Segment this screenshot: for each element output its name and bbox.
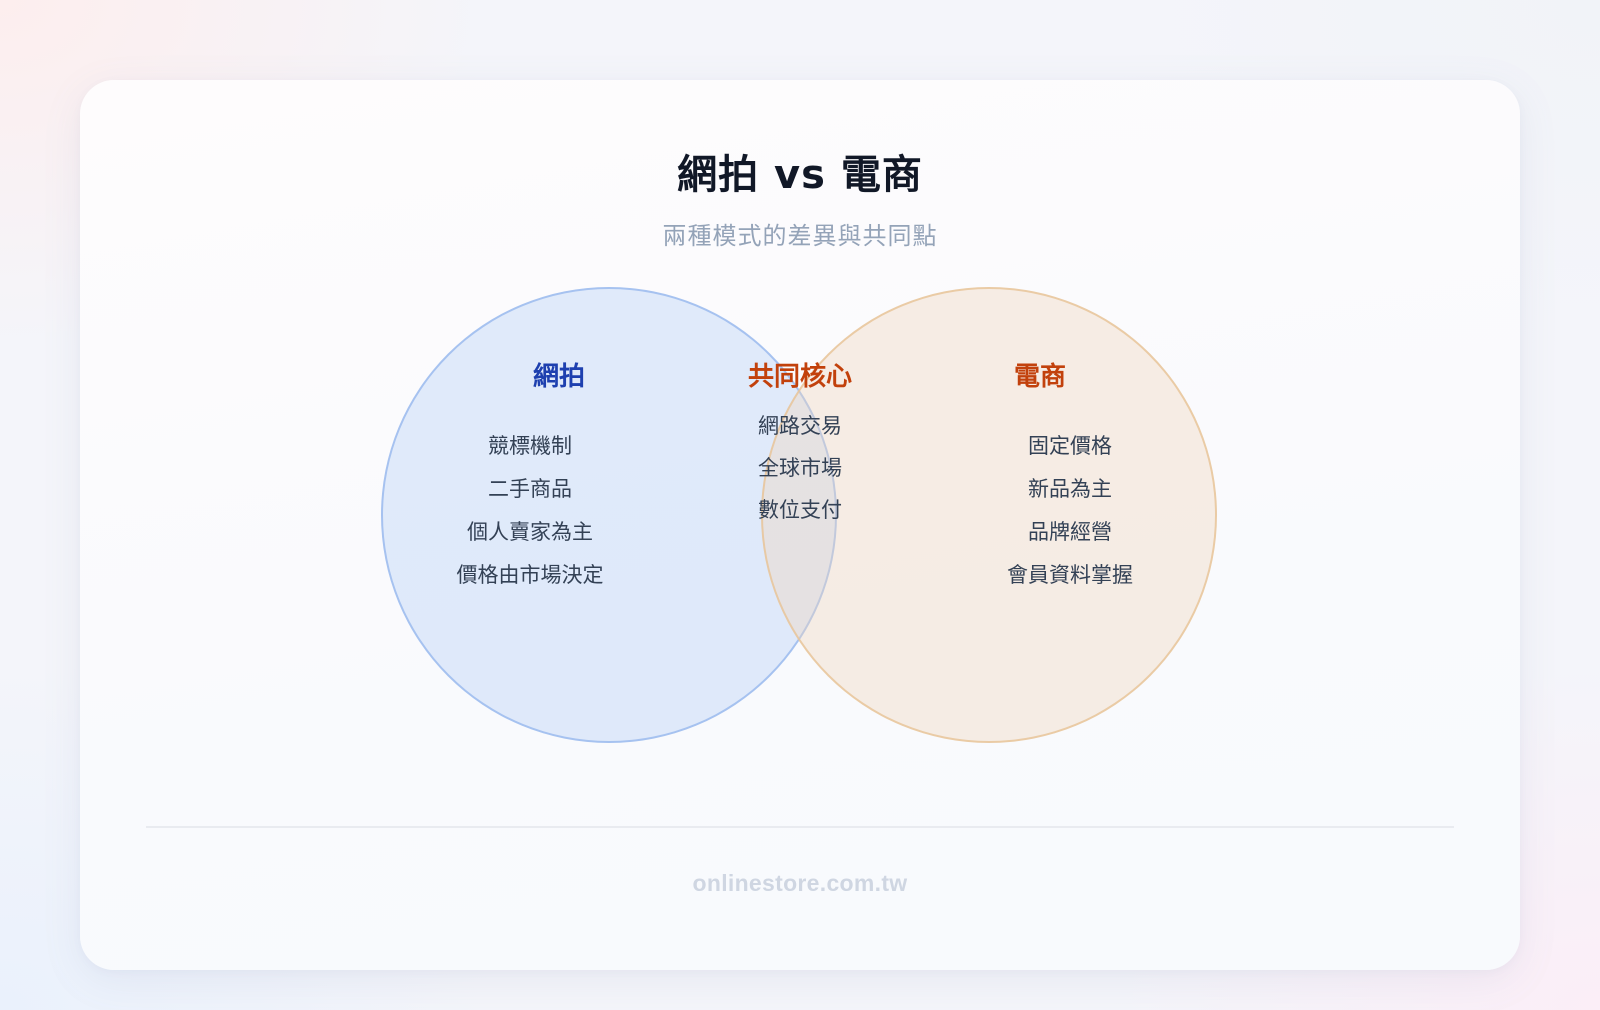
venn-center-items: 網路交易 全球市場 數位支付: [670, 405, 930, 531]
list-item: 固定價格: [1028, 434, 1112, 458]
page-subtitle: 兩種模式的差異與共同點: [662, 222, 938, 250]
list-item: 價格由市場決定: [456, 563, 604, 587]
venn-label-right: 電商: [1013, 362, 1066, 392]
list-item: 全球市場: [758, 456, 842, 480]
list-item: 品牌經營: [1028, 520, 1112, 544]
footer-domain: onlinestore.com.tw: [692, 870, 908, 896]
venn-diagram: 網拍 共同核心 電商 競標機制 二手商品 個人賣家為主 價格由市場決定 網路交易…: [80, 80, 1520, 970]
slide-card: 網拍 vs 電商 兩種模式的差異與共同點 網拍 共同核心 電商 競標機制 二手商…: [80, 80, 1520, 970]
list-item: 網路交易: [758, 414, 842, 438]
page-title: 網拍 vs 電商: [677, 152, 923, 198]
list-item: 個人賣家為主: [467, 520, 593, 544]
venn-label-center: 共同核心: [747, 362, 852, 392]
list-item: 數位支付: [758, 498, 842, 522]
list-item: 會員資料掌握: [1007, 563, 1133, 587]
venn-right-items: 固定價格 新品為主 品牌經營 會員資料掌握: [940, 425, 1200, 597]
venn-circle-ecommerce: [761, 287, 1217, 743]
list-item: 二手商品: [488, 477, 572, 501]
list-item: 新品為主: [1028, 477, 1112, 501]
footer-divider: [146, 826, 1454, 828]
venn-left-items: 競標機制 二手商品 個人賣家為主 價格由市場決定: [400, 425, 660, 597]
list-item: 競標機制: [488, 434, 572, 458]
venn-label-left: 網拍: [532, 362, 585, 392]
